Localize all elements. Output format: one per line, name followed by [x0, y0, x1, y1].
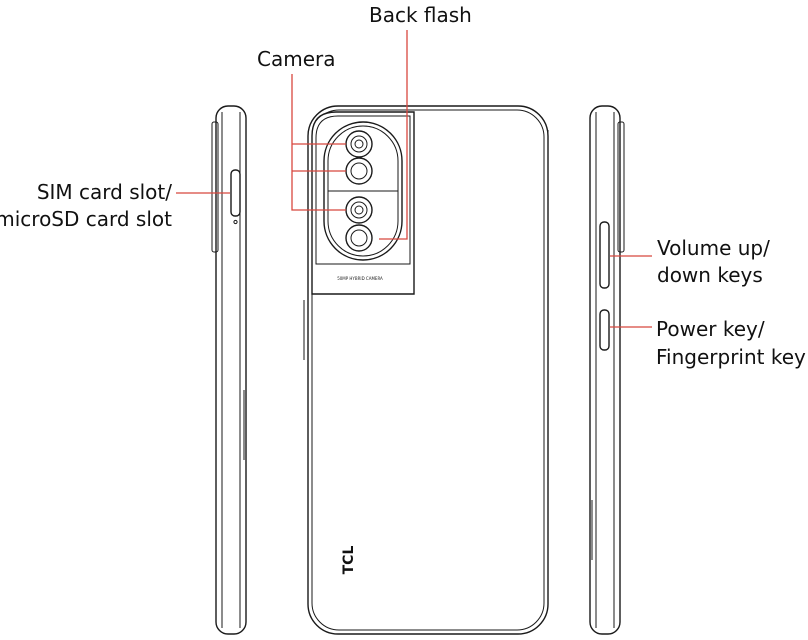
brand-logo: TCL [341, 546, 357, 575]
camera-label: Camera [257, 47, 336, 71]
sim-card-slot [230, 169, 241, 217]
lens-1 [345, 130, 373, 158]
camera-caption: 50MP HYBRID CAMERA [337, 276, 383, 281]
volume-keys-label-line2: down keys [657, 263, 763, 287]
power-key-label: Power key/ [656, 317, 765, 341]
fingerprint-key-label: Fingerprint key [656, 345, 806, 369]
back-flash-callout [379, 30, 408, 240]
back-flash-label: Back flash [369, 3, 472, 27]
volume-keys-label: Volume up/ [657, 236, 770, 260]
lens-4 [345, 224, 373, 252]
callout-lines [176, 30, 652, 328]
right-side-view [589, 105, 625, 635]
volume-keys [599, 221, 610, 289]
left-side-view [211, 105, 247, 635]
power-key [599, 309, 610, 351]
phone-back-view: 50MP HYBRID CAMERA TCL [303, 105, 549, 635]
camera-callout [291, 74, 346, 211]
sim-card-slot-label: SIM card slot/ [36, 180, 172, 204]
microsd-card-slot-label: microSD card slot [0, 207, 172, 231]
